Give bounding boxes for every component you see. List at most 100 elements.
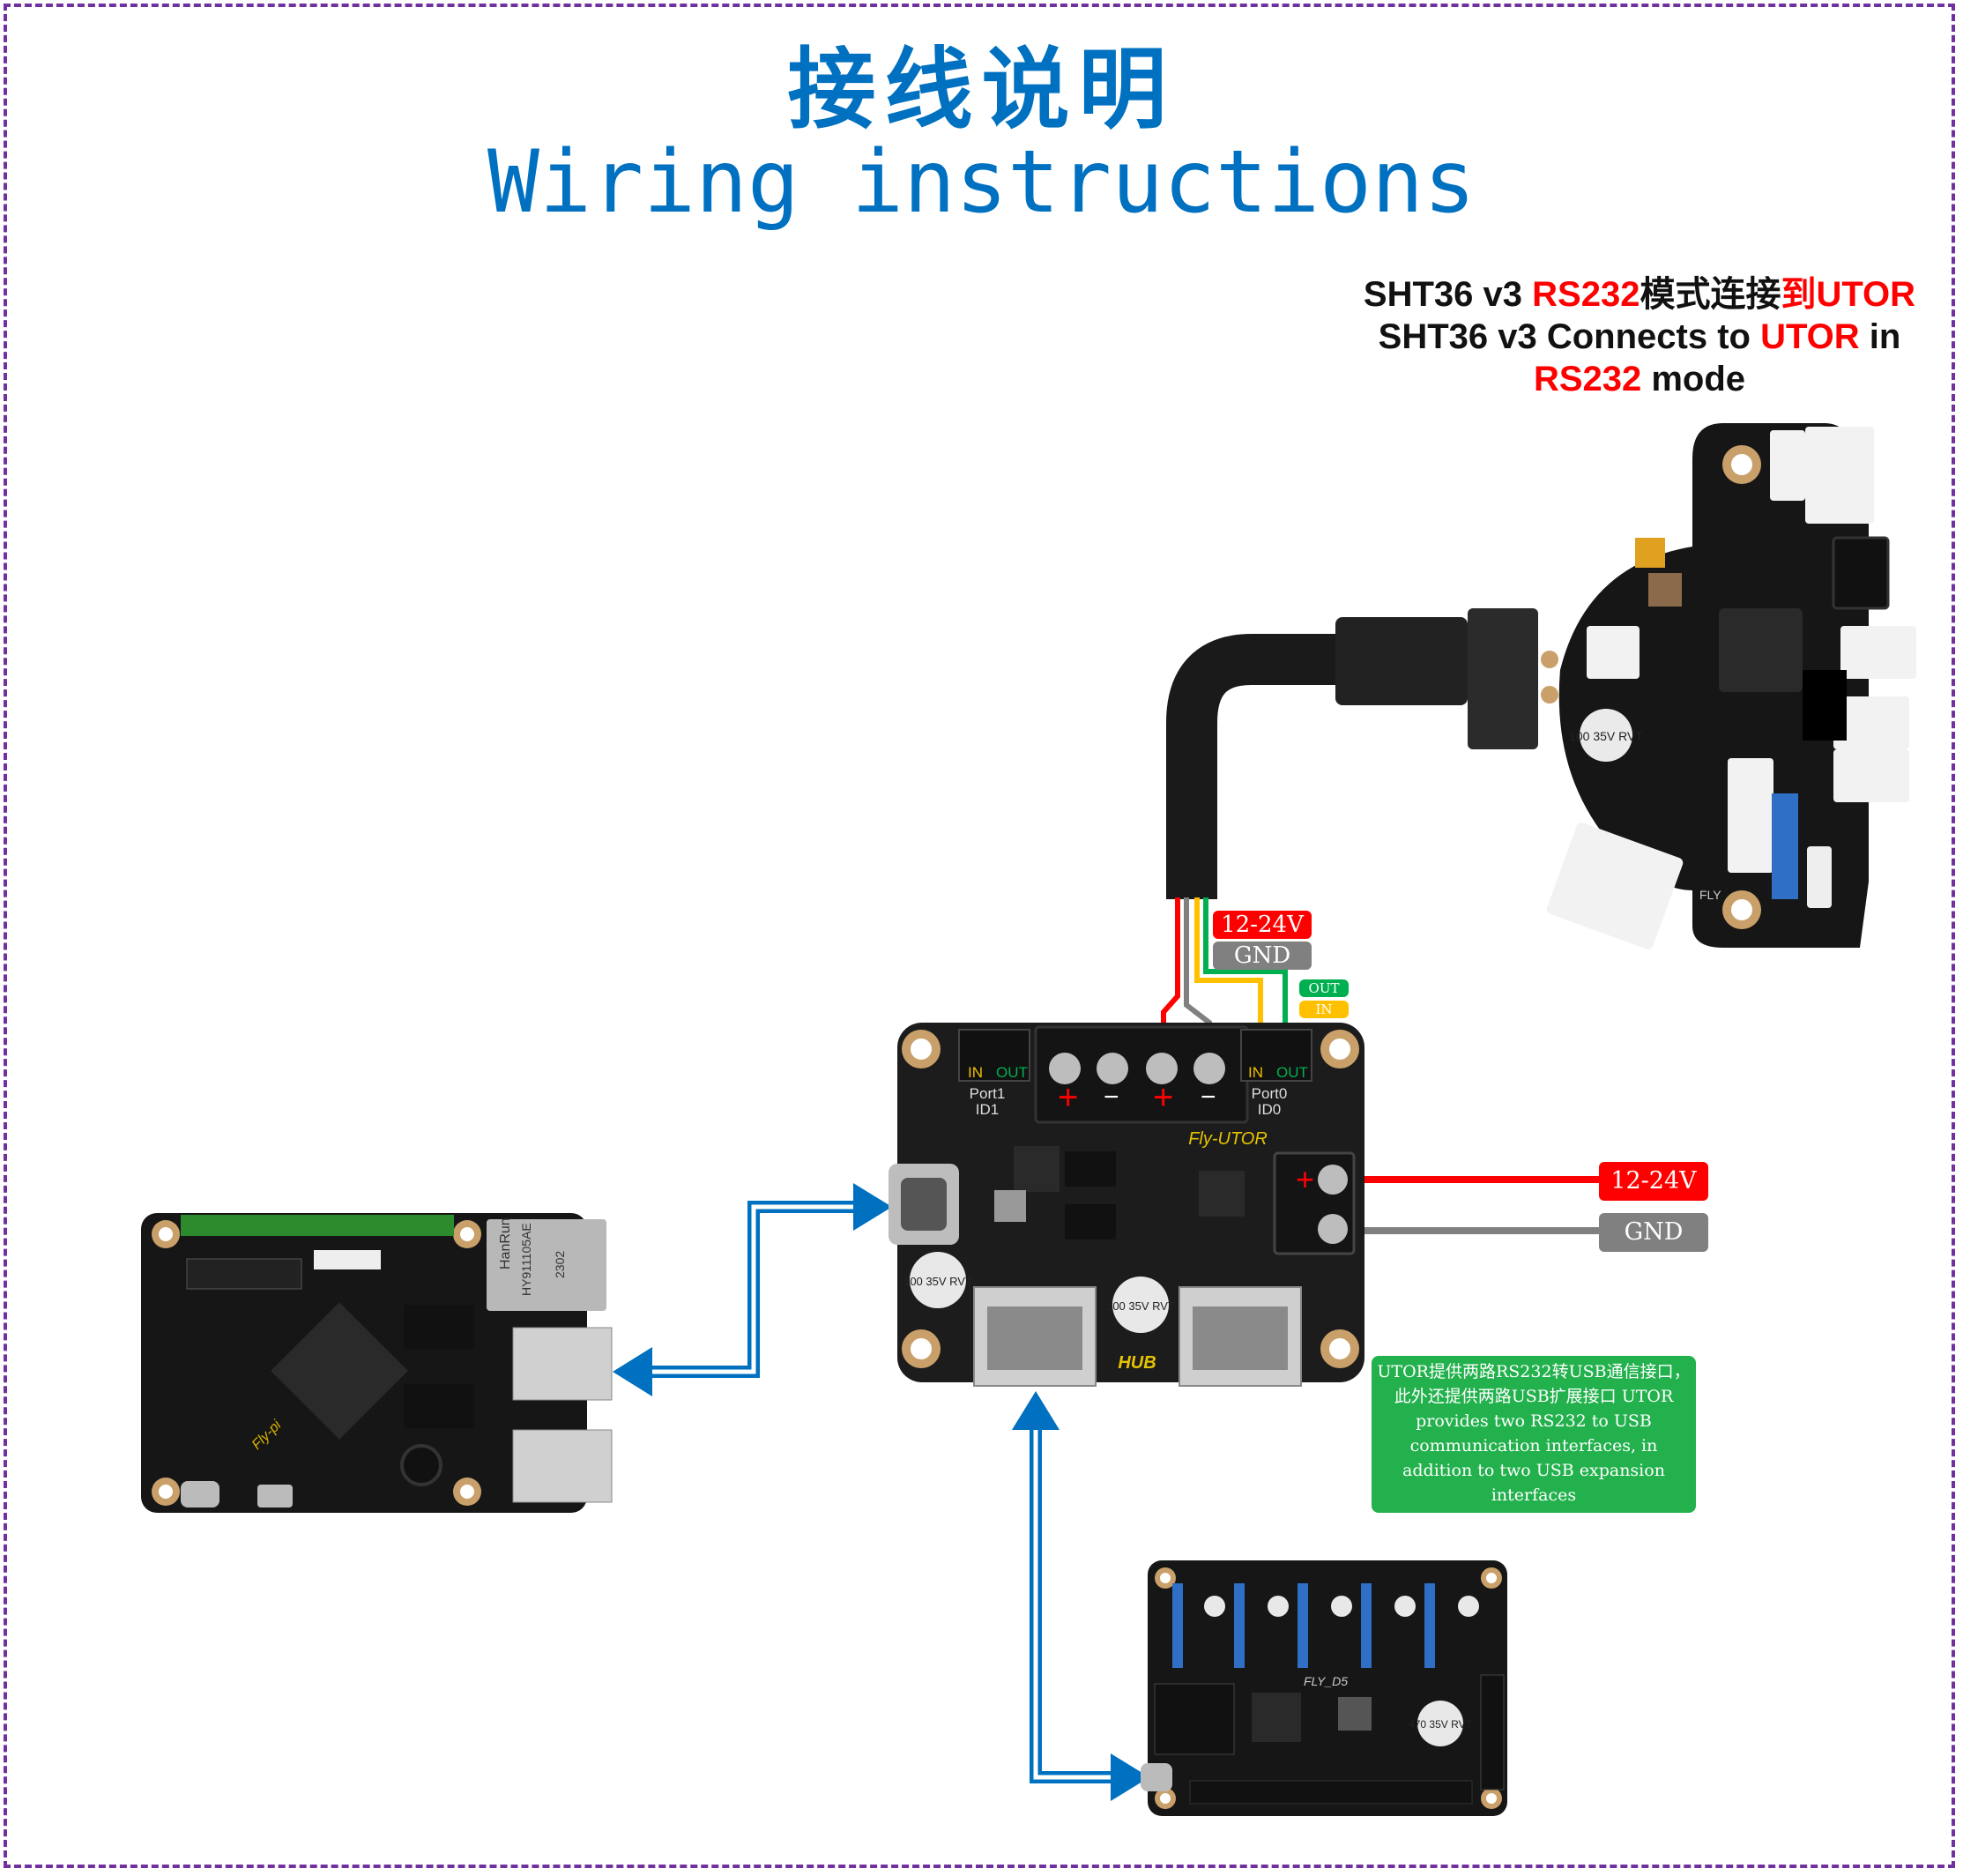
utor-cap-label-right: 100 35V RVT bbox=[1106, 1299, 1175, 1313]
utor-power-screw-minus bbox=[1318, 1214, 1348, 1244]
utor-capacitor-left bbox=[910, 1252, 966, 1308]
utor-usb-c-inner bbox=[901, 1178, 947, 1231]
d5-cap-3 bbox=[1331, 1596, 1352, 1617]
d5-exp-header bbox=[1154, 1683, 1235, 1755]
utor-plus-2: + bbox=[1153, 1078, 1173, 1117]
usb-link-pi-to-utor bbox=[624, 1201, 873, 1378]
flypi-jack-model: HY911105AE bbox=[519, 1223, 533, 1296]
utor-chip-b bbox=[1065, 1151, 1116, 1187]
usb-link-utor-to-d5 bbox=[1030, 1411, 1128, 1783]
d5-power-terminal bbox=[1480, 1674, 1505, 1790]
sht36-brand: FLY bbox=[1699, 888, 1721, 902]
d5-driver-slot-3 bbox=[1298, 1583, 1308, 1668]
flypi-gpio-header bbox=[181, 1215, 454, 1236]
utor-id1-label: ID1 bbox=[976, 1101, 999, 1118]
flypi-ram-a bbox=[404, 1305, 474, 1349]
utor-hub-label: HUB bbox=[1118, 1353, 1156, 1373]
utor-board-name: Fly-UTOR bbox=[1188, 1129, 1268, 1149]
d5-driver-slot-1 bbox=[1172, 1583, 1183, 1668]
d5-driver-slot-5 bbox=[1424, 1583, 1435, 1668]
d5-cap-5 bbox=[1458, 1596, 1479, 1617]
d5-mcu bbox=[1252, 1693, 1301, 1742]
d5-cap-1 bbox=[1204, 1596, 1225, 1617]
utor-port0-connector bbox=[1240, 1029, 1312, 1082]
utor-screw-1 bbox=[1049, 1053, 1081, 1084]
sht36-connector-left bbox=[1587, 626, 1640, 679]
d5-usb-c bbox=[1141, 1763, 1172, 1791]
sht36-i2c-connector bbox=[1807, 846, 1832, 908]
title-english: Wiring instructions bbox=[487, 132, 1476, 233]
sht36-cable bbox=[1166, 634, 1362, 899]
d5-capacitor-main bbox=[1417, 1701, 1463, 1746]
sht36-connector-bottom bbox=[1546, 823, 1684, 949]
sht36-connector-top-a bbox=[1805, 427, 1874, 524]
sht36-capacitor bbox=[1580, 709, 1632, 762]
d5-cap-label: 470 35V RVT bbox=[1409, 1718, 1472, 1731]
sht36-connector-right-c bbox=[1833, 749, 1909, 802]
utor-description-note: UTOR提供两路RS232转USB通信接口，此外还提供两路USB扩展接口 UTO… bbox=[1372, 1356, 1696, 1513]
utor-plus-1: + bbox=[1058, 1078, 1078, 1117]
sht36-pin-2 bbox=[1541, 686, 1558, 704]
utor-port1-out: OUT bbox=[996, 1064, 1028, 1081]
utor-id0-label: ID0 bbox=[1258, 1101, 1281, 1118]
sht36-cap-label: 100 35V RVT bbox=[1569, 729, 1643, 743]
sht36-connector-right-b bbox=[1833, 696, 1909, 749]
cable-tag-gnd: GND bbox=[1213, 942, 1312, 970]
sht36-pin-1 bbox=[1541, 651, 1558, 668]
fly-utor-board: + − + − IN OUT IN OUT Port1 ID1 Port0 ID… bbox=[889, 1023, 1364, 1387]
arrow-head-to-hub bbox=[1012, 1391, 1060, 1430]
flypi-usb-a-lower bbox=[512, 1429, 613, 1503]
utor-usb-a-right-inner bbox=[1193, 1306, 1288, 1370]
caption-line-3: RS232 mode bbox=[1533, 360, 1746, 398]
flypi-ram-b bbox=[404, 1384, 474, 1428]
sht36-terminal-block bbox=[1832, 536, 1890, 610]
power-tag-gnd: GND bbox=[1599, 1213, 1708, 1252]
d5-driver-slot-2 bbox=[1234, 1583, 1245, 1668]
utor-capacitor-right bbox=[1112, 1277, 1169, 1333]
flypi-hdmi bbox=[257, 1485, 293, 1508]
flypi-usb-a-upper bbox=[512, 1327, 613, 1401]
utor-port1-in: IN bbox=[968, 1064, 983, 1081]
flypi-usb-c bbox=[181, 1481, 219, 1508]
d5-driver-slot-4 bbox=[1361, 1583, 1372, 1668]
d5-cap-2 bbox=[1268, 1596, 1289, 1617]
utor-chip-a bbox=[1014, 1146, 1060, 1192]
arrow-head-to-d5 bbox=[1111, 1753, 1149, 1801]
flypi-ffc-connector bbox=[186, 1258, 302, 1290]
flypi-jst-connector bbox=[314, 1250, 381, 1269]
sht36-connector-top-b bbox=[1770, 430, 1805, 501]
sht36-v3-board: 100 35V RVT FLY bbox=[1541, 423, 1916, 949]
d5-board-name: FLY_D5 bbox=[1304, 1674, 1348, 1688]
utor-screw-4 bbox=[1193, 1053, 1225, 1084]
utor-chip-d bbox=[1199, 1171, 1245, 1217]
sht36-tantalum bbox=[1635, 538, 1665, 568]
title-chinese: 接线说明 bbox=[787, 37, 1176, 141]
utor-port1-connector bbox=[958, 1029, 1030, 1082]
utor-minus-2: − bbox=[1201, 1083, 1216, 1112]
cable-connector bbox=[1335, 617, 1468, 705]
flypi-jack-code: 2302 bbox=[553, 1251, 567, 1278]
utor-power-plus: + bbox=[1296, 1161, 1314, 1197]
fly-d5-board: 470 35V RVT FLY_D5 bbox=[1141, 1560, 1507, 1816]
d5-bottom-headers bbox=[1189, 1780, 1473, 1805]
caption-line-2: SHT36 v3 Connects to UTOR in bbox=[1378, 317, 1901, 356]
utor-power-screw-plus bbox=[1318, 1165, 1348, 1195]
utor-crystal bbox=[994, 1190, 1026, 1222]
dashed-border-frame bbox=[4, 4, 1955, 1868]
utor-screw-3 bbox=[1146, 1053, 1178, 1084]
utor-port0-label: Port0 bbox=[1252, 1085, 1288, 1102]
flypi-soc bbox=[271, 1302, 408, 1440]
flypi-ethernet-jack bbox=[487, 1219, 606, 1311]
sht36-mcu-chip bbox=[1719, 608, 1803, 692]
cable-connector-housing bbox=[1468, 608, 1538, 749]
power-tag-12-24v: 12-24V bbox=[1599, 1162, 1708, 1201]
fly-pi-board: HanRun HY911105AE 2302 Fly-pi bbox=[141, 1213, 613, 1513]
sht36-inductor bbox=[1648, 573, 1682, 607]
caption-line-1: SHT36 v3 RS232模式连接到UTOR bbox=[1363, 275, 1916, 314]
utor-minus-1: − bbox=[1104, 1083, 1119, 1112]
sht36-header bbox=[1803, 670, 1847, 741]
sht36-blue-header bbox=[1772, 793, 1798, 899]
flypi-jack-brand: HanRun bbox=[498, 1217, 513, 1269]
utor-screw-2 bbox=[1097, 1053, 1128, 1084]
